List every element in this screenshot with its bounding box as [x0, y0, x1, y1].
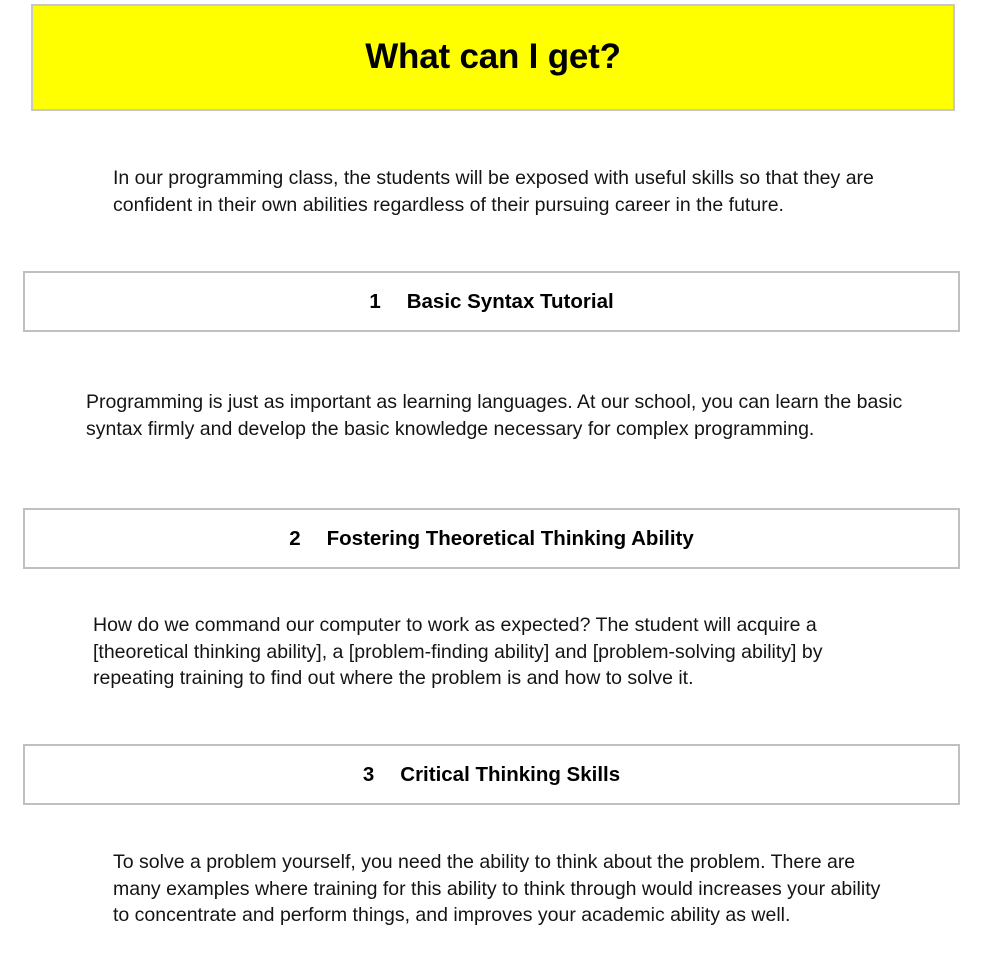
section-title-3: Critical Thinking Skills: [400, 762, 621, 786]
section-header-1: 1 Basic Syntax Tutorial: [23, 271, 960, 332]
intro-paragraph: In our programming class, the students w…: [113, 167, 874, 216]
section-number-3: 3: [362, 762, 375, 786]
section-number-1: 1: [369, 289, 381, 313]
section-header-3: 3 Critical Thinking Skills: [23, 744, 960, 805]
section-title-2: Fostering Theoretical Thinking Ability: [326, 526, 694, 550]
section-number-2: 2: [289, 526, 301, 550]
section-header-3-content: 3 Critical Thinking Skills: [363, 763, 620, 787]
section-header-2: 2 Fostering Theoretical Thinking Ability: [23, 508, 960, 569]
section-body-2: How do we command our computer to work a…: [93, 614, 823, 689]
section-body-1: Programming is just as important as lear…: [86, 391, 903, 440]
section-header-2-content: 2 Fostering Theoretical Thinking Ability: [289, 527, 694, 551]
section-body-3: To solve a problem yourself, you need th…: [113, 851, 881, 926]
page-title: What can I get?: [365, 37, 621, 77]
section-title-1: Basic Syntax Tutorial: [406, 289, 614, 313]
title-banner: What can I get?: [31, 4, 955, 111]
section-header-1-content: 1 Basic Syntax Tutorial: [369, 290, 613, 314]
